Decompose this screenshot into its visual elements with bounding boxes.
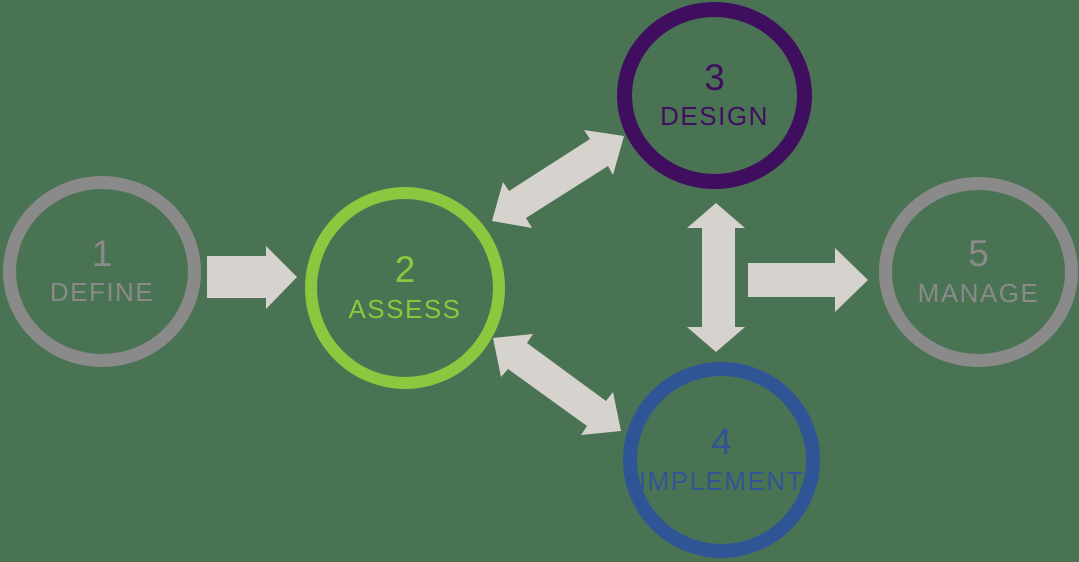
stage-number: 2: [394, 249, 416, 291]
stage-number: 5: [968, 233, 989, 275]
arrow-design-implement: [687, 203, 745, 352]
stage-label: ASSESS: [348, 293, 462, 324]
arrow-junction-to-manage: [748, 248, 868, 312]
arrow-define-to-assess: [207, 246, 297, 309]
stage-circle-implement: 4 IMPLEMENT: [623, 362, 820, 558]
stage-circle-design: 3 DESIGN: [617, 2, 812, 189]
stage-number: 1: [91, 232, 113, 274]
stage-circle-manage: 5 MANAGE: [879, 177, 1078, 367]
stage-number: 4: [711, 421, 732, 463]
arrow-assess-design: [492, 130, 624, 228]
arrow-assess-implement: [493, 334, 621, 435]
stage-label: DESIGN: [660, 101, 769, 132]
stage-number: 3: [704, 56, 725, 98]
stage-label: MANAGE: [917, 277, 1040, 308]
stage-circle-assess: 2 ASSESS: [305, 187, 505, 389]
stage-circle-define: 1 DEFINE: [3, 176, 201, 367]
stage-label: DEFINE: [49, 277, 155, 308]
stage-label: IMPLEMENT: [638, 465, 805, 496]
